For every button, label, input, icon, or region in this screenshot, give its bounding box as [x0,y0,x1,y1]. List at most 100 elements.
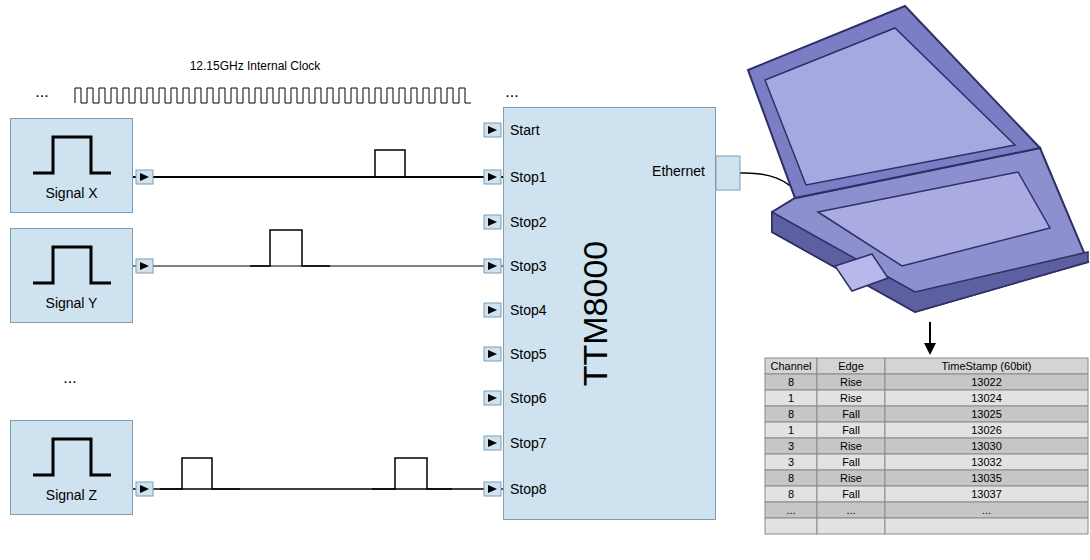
signal-source-box: Signal Y [10,228,133,323]
port-box [484,436,501,450]
table-cell: Fall [842,408,860,420]
table-cell: 13035 [971,472,1002,484]
table-cell: Fall [842,424,860,436]
output-arrow [929,322,931,344]
table-cell-bg [765,502,817,518]
clock-waveform [75,88,471,103]
port-label: Stop2 [510,214,547,230]
table-cell-bg [817,406,885,422]
port-triangle [488,218,497,226]
port-triangle [140,485,149,493]
port-triangle [488,306,497,314]
table-cell: 8 [788,408,794,420]
ellipsis: ... [505,83,518,101]
table-cell: Rise [840,392,862,404]
signal-wire [133,176,503,178]
table-cell: Fall [842,456,860,468]
table-cell-bg [885,422,1088,438]
port-label: Stop4 [510,302,547,318]
table-cell: ... [846,504,855,516]
table-cell: 8 [788,472,794,484]
table-cell: Rise [840,376,862,388]
port-triangle [488,394,497,402]
table-cell-bg [885,390,1088,406]
pulse-icon [11,427,134,487]
table-cell-bg [885,374,1088,390]
port-triangle [488,262,497,270]
port-box [136,482,153,496]
pulse-icon-stroke [33,247,111,283]
ellipsis: ... [63,369,76,387]
port-box [484,347,501,361]
pulse-icon-stroke [33,439,111,475]
clock-wave [75,88,471,103]
port-label: Stop5 [510,346,547,362]
signal-name: Signal Y [46,295,98,311]
port-label: Stop6 [510,390,547,406]
table-grid [765,358,1088,534]
table-cell: 13022 [971,376,1002,388]
port-box [484,482,501,496]
table-cell: Fall [842,488,860,500]
table-cell-bg [885,454,1088,470]
table-cell-bg [817,358,885,374]
ethernet-port [716,156,740,190]
table-cell-bg [817,486,885,502]
pulse-icon [11,235,134,295]
port-triangle [488,126,497,134]
table-cell-bg [817,374,885,390]
table-cell: 8 [788,488,794,500]
table-cell-bg [885,438,1088,454]
pulse [372,458,452,489]
port-label: Start [510,122,540,138]
port-box [484,215,501,229]
port-triangle [140,262,149,270]
table-cell: ... [982,504,991,516]
table-cell: 3 [788,440,794,452]
table-cell-bg [765,438,817,454]
table-cell-bg [765,358,817,374]
table-cell-bg [885,502,1088,518]
table-cell: Rise [840,472,862,484]
port-box [484,391,501,405]
port-triangle [488,485,497,493]
table-cell: 3 [788,456,794,468]
ellipsis: ... [35,83,48,101]
table-cell: Rise [840,440,862,452]
port-box [136,170,153,184]
table-cell-bg [817,454,885,470]
table-cell-bg [817,438,885,454]
pulse-icon-stroke [33,137,111,173]
port-triangle [488,439,497,447]
table-cell: 1 [788,424,794,436]
table-cell-bg [765,454,817,470]
table-cell: 13026 [971,424,1002,436]
table-cell-bg [885,486,1088,502]
device-name: TTM8000 [577,240,616,386]
pulse [250,230,330,266]
table-cell-bg [765,470,817,486]
port-label: Stop1 [510,169,547,185]
table-cell: 13032 [971,456,1002,468]
port-icons [136,123,501,496]
port-label: Stop3 [510,258,547,274]
port-label: Stop7 [510,435,547,451]
port-box [484,123,501,137]
table-cell-bg [885,518,1088,534]
table-cell-bg [765,390,817,406]
table-cell-bg [817,390,885,406]
table-cell: 13037 [971,488,1002,500]
clock-label: 12.15GHz Internal Clock [190,59,321,73]
table-header: Edge [838,360,864,372]
table-cell-bg [817,422,885,438]
port-triangle [488,173,497,181]
table-cell-bg [885,470,1088,486]
output-arrowhead [924,343,936,355]
table-cell-bg [885,406,1088,422]
signal-name: Signal X [45,185,97,201]
port-triangle [488,350,497,358]
table-cell-bg [765,406,817,422]
signal-name: Signal Z [46,487,97,503]
table-cell-bg [765,374,817,390]
laptop-illustration [748,6,1088,312]
